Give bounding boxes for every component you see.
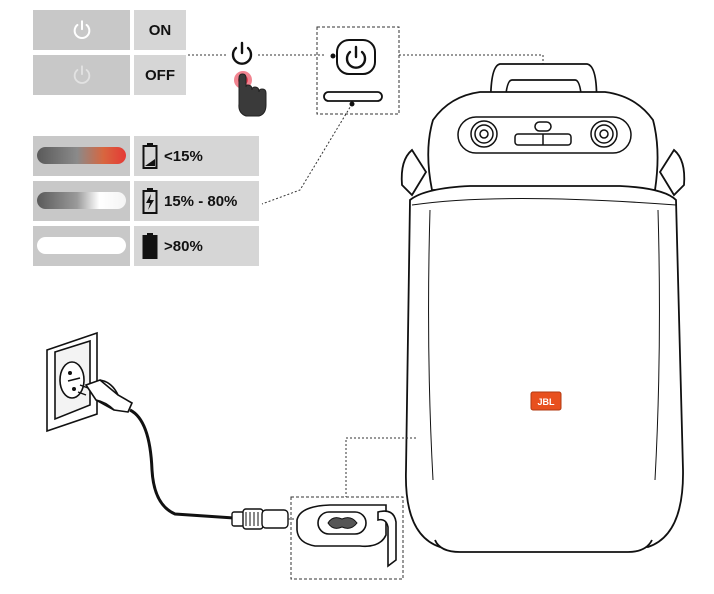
- battery-full-label: >80%: [164, 237, 203, 255]
- battery-charging-icon: [142, 188, 158, 214]
- power-off-indicator-cell: [33, 55, 130, 95]
- speaker-body: [400, 63, 686, 553]
- power-button-closeup-icon: [345, 45, 367, 69]
- power-cable: [129, 408, 235, 520]
- finger-press-icon: [234, 71, 267, 117]
- power-icon-on: [73, 20, 90, 39]
- jbl-logo-text: JBL: [537, 397, 555, 407]
- battery-full-label-cell: >80%: [134, 226, 259, 266]
- battery-low-label: <15%: [164, 147, 203, 165]
- power-on-indicator-cell: [33, 10, 130, 50]
- power-button-icon: [231, 41, 253, 65]
- callout-line-battery: [261, 103, 353, 205]
- battery-mid-bar: [37, 192, 126, 209]
- battery-mid-bar-cell: [33, 181, 130, 221]
- battery-low-bar: [37, 147, 126, 164]
- ac-plug: [84, 379, 134, 413]
- battery-low-icon: [142, 143, 158, 169]
- callout-line-ac-port: [345, 437, 416, 497]
- battery-full-icon: [142, 233, 158, 259]
- power-on-label: ON: [134, 10, 186, 50]
- battery-low-bar-cell: [33, 136, 130, 176]
- led-bar-closeup: [323, 91, 383, 102]
- iec-connector: [231, 508, 289, 530]
- battery-full-bar: [37, 237, 126, 254]
- wall-outlet: [46, 331, 98, 433]
- battery-mid-label: 15% - 80%: [164, 192, 238, 210]
- power-off-label: OFF: [134, 55, 186, 95]
- jbl-logo: [530, 391, 562, 411]
- power-icon-off: [73, 65, 90, 84]
- button-callout-box: [316, 26, 400, 115]
- battery-mid-label-cell: 15% - 80%: [134, 181, 259, 221]
- battery-low-label-cell: <15%: [134, 136, 259, 176]
- ac-port-callout-box: [290, 496, 404, 580]
- battery-full-bar-cell: [33, 226, 130, 266]
- callout-line-speaker: [399, 54, 544, 119]
- speaker-control-panel: [457, 116, 632, 154]
